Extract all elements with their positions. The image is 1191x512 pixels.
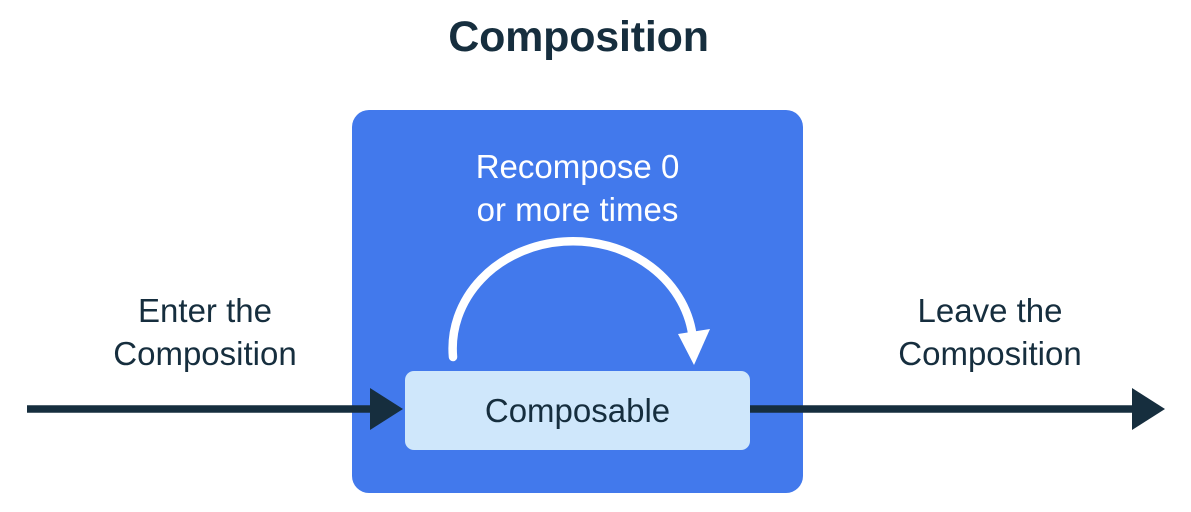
page-title: Composition bbox=[448, 13, 709, 61]
enter-composition-label: Enter the Composition bbox=[113, 292, 297, 372]
leave-composition-arrow bbox=[750, 388, 1165, 430]
enter-composition-arrow bbox=[27, 388, 403, 430]
composable-node-label: Composable bbox=[484, 391, 671, 429]
composable-node bbox=[405, 371, 750, 450]
leave-composition-label: Leave the Composition bbox=[898, 292, 1082, 372]
recompose-label: Recompose 0 or more times bbox=[475, 148, 680, 228]
